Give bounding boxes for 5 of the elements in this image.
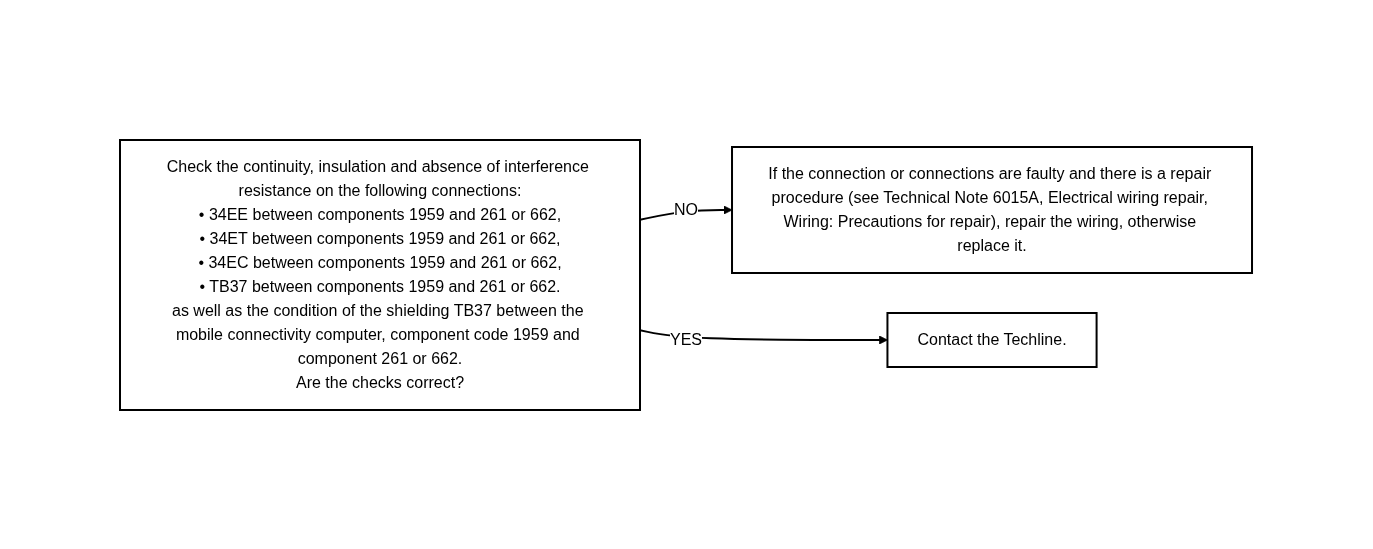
node-box: Contact the Techline. xyxy=(886,311,1099,368)
node-box: Check the continuity, insulation and absence of interference resistance on the following connections: • 34EE between components 1959 and 261 or 662, • 34ET between components 1959 and 261 or 662, • 34EC between components 1959 and 261 or 662, • TB37 between components 1959 and 261 or 662. as well as the condition of the shielding TB37 between the mobile connectivity computer, component code 1959 and component 261 or 662. Are the checks correct? xyxy=(119,138,642,411)
node-box: If the connection or connections are faulty and there is a repair procedure (see Technical Note 6015A, Electrical wiring repair, Wiring: Precautions for repair), repair the wiring, otherwise replace it. xyxy=(731,145,1254,274)
edge-label: YES xyxy=(670,330,703,348)
edge-label: NO xyxy=(674,200,699,218)
